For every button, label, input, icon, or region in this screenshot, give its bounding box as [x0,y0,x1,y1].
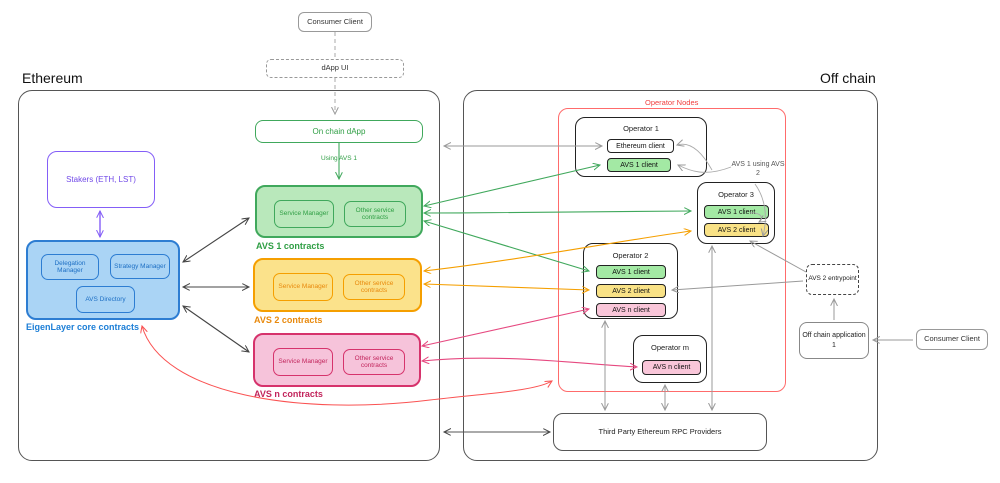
avsn-service-manager-label: Service Manager [278,358,328,366]
avs1-using-avs2-annotation: AVS 1 using AVS 2 [731,161,785,178]
operator2-avsn-client-label: AVS n client [612,306,650,314]
delegation-manager-label: Delegation Manager [54,259,86,274]
operator1-avs1-client: AVS 1 client [607,158,671,172]
strategy-manager-box: Strategy Manager [110,254,170,279]
avs2-service-manager-box: Service Manager [273,273,333,301]
eigenlayer-core-label: EigenLayer core contracts [26,322,140,332]
operator1-ethereum-client: Ethereum client [607,139,674,153]
consumer-client-right-label: Consumer Client [924,334,980,344]
avs-directory-box: AVS Directory [76,286,135,313]
operator2-avs2-client-label: AVS 2 client [612,287,650,295]
avs1-other-contracts-label: Other service contracts [355,206,395,221]
operatorm-avsn-client: AVS n client [642,360,701,375]
dapp-ui-label: dApp UI [321,63,349,73]
stakers-box: Stakers (ETH, LST) [47,151,155,208]
avsn-contracts-label: AVS n contracts [254,389,323,399]
avsn-other-contracts-box: Other service contracts [343,349,405,375]
rpc-providers-box: Third Party Ethereum RPC Providers [553,413,767,451]
operatorm-box: Operator m AVS n client [633,335,707,383]
operator2-title: Operator 2 [612,251,649,260]
dapp-ui-box: dApp UI [266,59,404,78]
operator3-box: Operator 3 AVS 1 client AVS 2 client [697,182,775,244]
avs2-contracts-label: AVS 2 contracts [254,315,323,325]
operator3-avs1-client-label: AVS 1 client [717,208,756,216]
ethereum-container-label: Ethereum [22,70,83,86]
avs2-contracts-box: Service Manager Other service contracts [253,258,422,312]
consumer-client-right-box: Consumer Client [916,329,988,350]
operator1-avs1-client-label: AVS 1 client [620,161,658,169]
consumer-client-top-box: Consumer Client [298,12,372,32]
avs2-entrypoint-label: AVS 2 entrypoint [808,275,857,283]
avsn-service-manager-box: Service Manager [273,348,333,376]
eigenlayer-core-box: Delegation Manager Strategy Manager AVS … [26,240,180,320]
operator1-ethereum-client-label: Ethereum client [616,142,665,150]
delegation-manager-box: Delegation Manager [41,254,99,280]
offchain-application-box: Off chain application 1 [799,322,869,359]
avs1-service-manager-box: Service Manager [274,200,334,228]
avsn-other-contracts-label: Other service contracts [354,354,394,369]
offchain-application-label: Off chain application 1 [802,332,866,349]
operatorm-title: Operator m [651,343,689,352]
avs2-entrypoint-box: AVS 2 entrypoint [806,264,859,295]
offchain-container [463,90,878,461]
ethereum-container [18,90,440,461]
avs2-other-contracts-label: Other service contracts [354,279,394,294]
operator3-avs2-client: AVS 2 client [704,223,769,237]
avs1-service-manager-label: Service Manager [279,210,329,218]
using-avs1-label: Using AVS 1 [320,155,357,162]
on-chain-dapp-box: On chain dApp [255,120,423,143]
operatorm-avsn-client-label: AVS n client [652,364,691,371]
operator2-avs1-client-label: AVS 1 client [612,268,650,276]
avs1-other-contracts-box: Other service contracts [344,201,406,227]
avs1-contracts-label: AVS 1 contracts [256,241,325,251]
consumer-client-top-label: Consumer Client [307,16,363,26]
avs2-other-contracts-box: Other service contracts [343,274,405,300]
avs1-contracts-box: Service Manager Other service contracts [255,185,423,238]
operator2-avsn-client: AVS n client [596,303,666,317]
offchain-container-label: Off chain [820,70,876,86]
operator2-avs2-client: AVS 2 client [596,284,666,298]
stakers-label: Stakers (ETH, LST) [66,174,136,184]
operator2-box: Operator 2 AVS 1 client AVS 2 client AVS… [583,243,678,319]
operator-nodes-label: Operator Nodes [641,98,703,107]
operator2-avs1-client: AVS 1 client [596,265,666,279]
avs-directory-label: AVS Directory [85,295,126,303]
avsn-contracts-box: Service Manager Other service contracts [253,333,421,387]
strategy-manager-label: Strategy Manager [114,262,166,270]
operator1-title: Operator 1 [623,124,659,133]
operator1-box: Operator 1 Ethereum client AVS 1 client [575,117,707,177]
on-chain-dapp-label: On chain dApp [312,126,366,136]
avs2-service-manager-label: Service Manager [278,283,328,291]
operator3-title: Operator 3 [718,190,754,199]
operator3-avs1-client: AVS 1 client [704,205,769,219]
operator3-avs2-client-label: AVS 2 client [717,226,756,234]
rpc-providers-label: Third Party Ethereum RPC Providers [598,426,722,436]
